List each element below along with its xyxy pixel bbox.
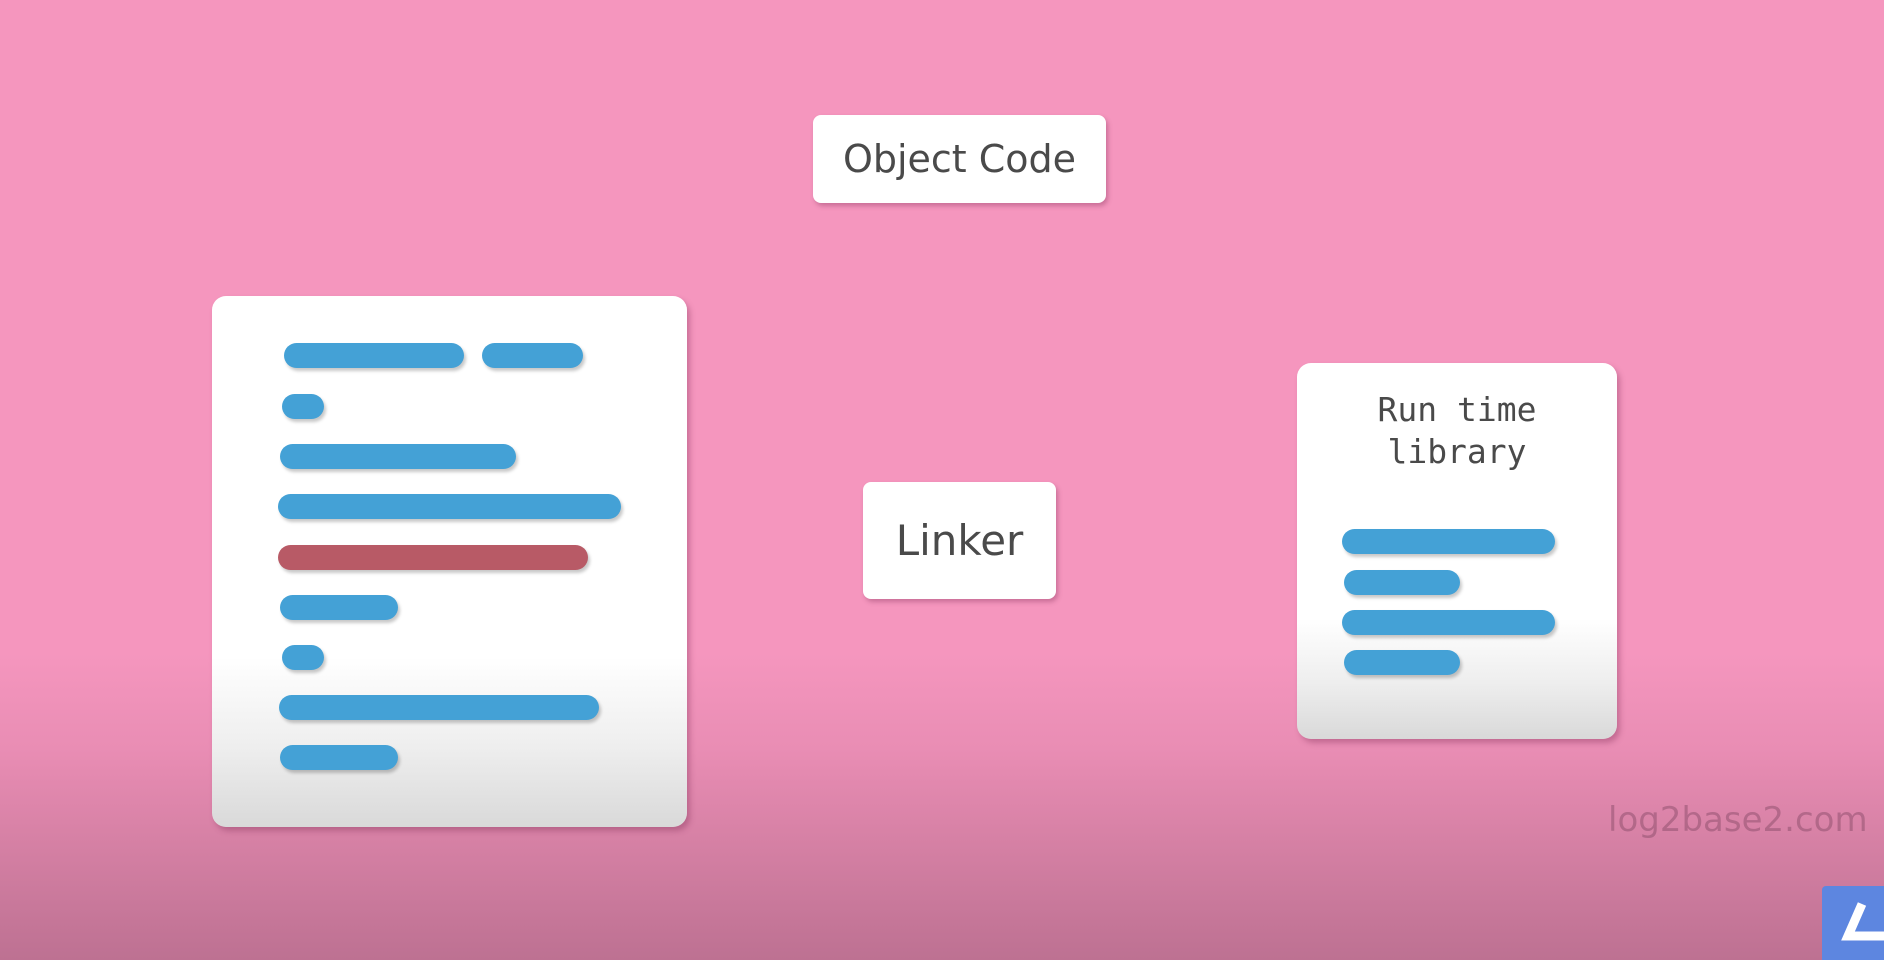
code-line bbox=[282, 645, 324, 670]
code-line bbox=[1342, 610, 1555, 635]
code-line bbox=[1344, 650, 1460, 675]
object-code-label: Object Code bbox=[813, 115, 1106, 203]
runtime-library-title: Run time library bbox=[1377, 390, 1537, 471]
code-line-highlighted bbox=[278, 545, 588, 570]
code-line bbox=[1342, 529, 1555, 554]
code-line bbox=[280, 595, 398, 620]
code-line bbox=[280, 745, 398, 770]
code-line bbox=[482, 343, 583, 368]
code-line bbox=[280, 444, 516, 469]
object-code-text: Object Code bbox=[842, 137, 1077, 181]
code-line bbox=[278, 494, 621, 519]
object-code-document bbox=[212, 296, 687, 827]
code-line bbox=[279, 695, 599, 720]
log2base2-logo-icon bbox=[1822, 886, 1884, 960]
code-line bbox=[1344, 570, 1460, 595]
code-line bbox=[282, 394, 324, 419]
watermark: log2base2.com bbox=[1608, 800, 1868, 840]
code-line bbox=[284, 343, 464, 368]
linker-box: Linker bbox=[863, 482, 1056, 599]
linker-text: Linker bbox=[895, 516, 1024, 565]
runtime-library-document: Run time library bbox=[1297, 363, 1617, 739]
